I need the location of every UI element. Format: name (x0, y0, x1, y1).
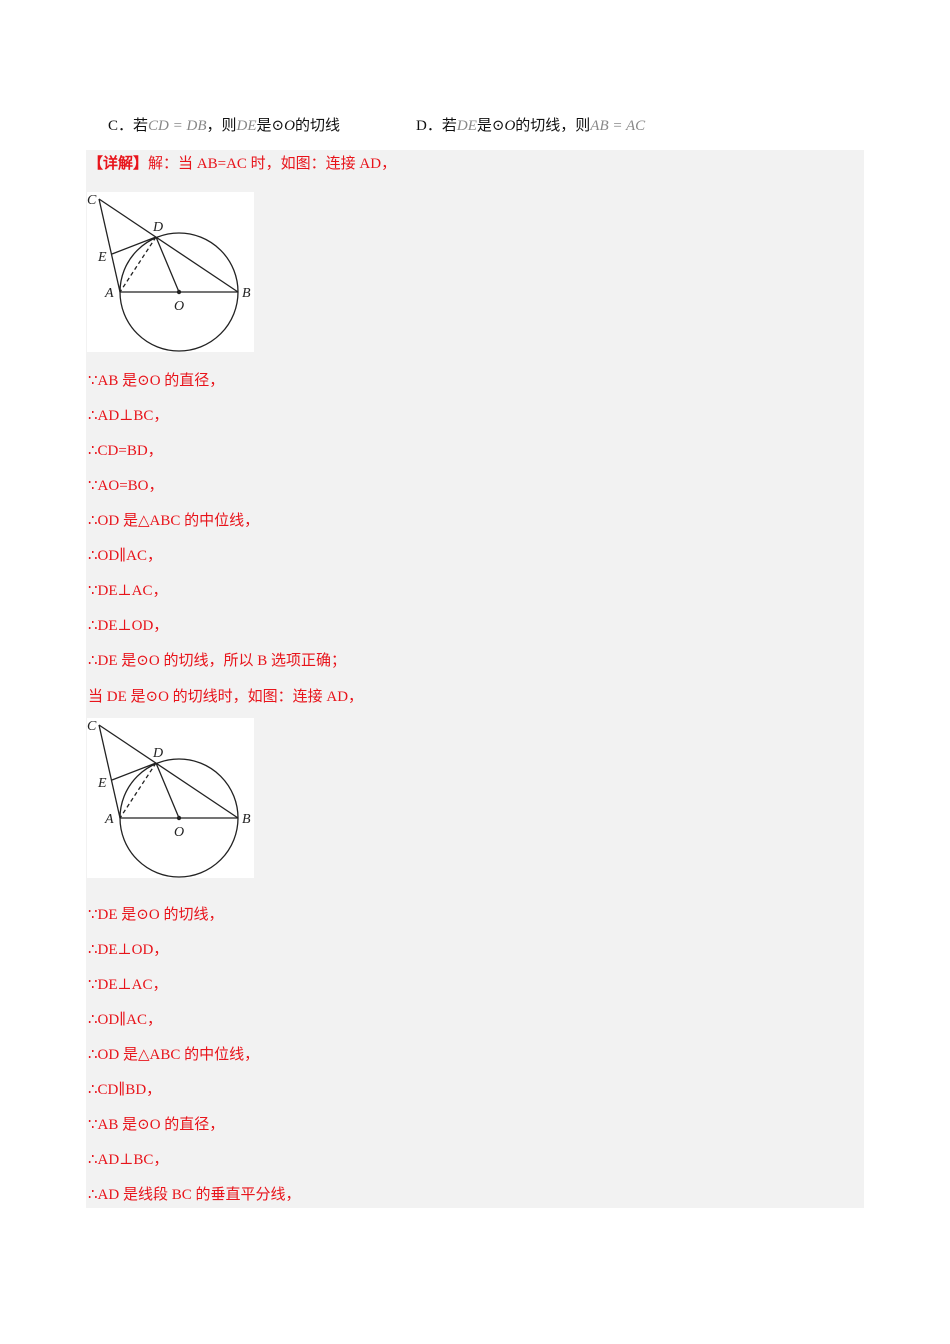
proof-line: ∴OD∥AC， (88, 1012, 162, 1028)
option-c-label: C． (108, 118, 134, 134)
proof-line: ∴OD∥AC， (88, 548, 162, 564)
part2-intro: 当 DE 是⊙O 的切线时，如图：连接 AD， (88, 689, 364, 705)
option-c-prefix: 若 (133, 118, 149, 134)
label-a: A (104, 812, 114, 827)
proof-line: ∴OD 是△ABC 的中位线， (88, 513, 260, 529)
circle-triangle-diagram: C D E A O B (87, 193, 251, 352)
proof-line: ∵DE⊥AC， (88, 583, 168, 599)
label-a: A (104, 286, 114, 301)
option-d-subject: DE (456, 118, 477, 134)
option-d: D．若DE是⊙O的切线，则AB = AC (416, 114, 645, 135)
option-d-prefix: 若 (441, 118, 457, 134)
geometry-figure-2: C D E A O B (87, 718, 254, 878)
proof-line: ∴AD⊥BC， (88, 1152, 169, 1168)
proof-line: ∴CD=BD， (88, 443, 163, 459)
solution-panel: 【详解】解：当 AB=AC 时，如图：连接 AD， C D E A O B (86, 150, 864, 1208)
proof-line: ∴AD 是线段 BC 的垂直平分线， (88, 1187, 301, 1203)
proof-line: ∴DE⊥OD， (88, 618, 169, 634)
label-o: O (174, 299, 184, 314)
option-c-circle: O (284, 118, 295, 134)
label-b: B (242, 812, 251, 827)
proof-line: ∵DE 是⊙O 的切线， (88, 907, 224, 923)
detail-label: 【详解】 (88, 156, 149, 172)
label-d: D (152, 746, 163, 761)
label-b: B (242, 286, 251, 301)
label-e: E (97, 776, 107, 791)
option-d-circle: O (504, 118, 516, 134)
option-d-middle: 的切线，则 (515, 118, 591, 134)
option-c-text: 是⊙ (256, 118, 285, 134)
proof-line: ∴AD⊥BC， (88, 408, 169, 424)
solution-header: 【详解】解：当 AB=AC 时，如图：连接 AD， (88, 152, 396, 176)
proof-line: ∴DE⊥OD， (88, 942, 169, 958)
proof-line: ∵DE⊥AC， (88, 977, 168, 993)
proof-line: ∴DE 是⊙O 的切线，所以 B 选项正确； (88, 653, 346, 669)
option-d-conclusion: AB = AC (590, 118, 646, 134)
label-e: E (97, 250, 107, 265)
option-c-subject: DE (236, 118, 257, 134)
proof-line: ∵AB 是⊙O 的直径， (88, 1117, 225, 1133)
option-c-middle: ，则 (206, 118, 237, 134)
header-text: 解：当 AB=AC 时，如图：连接 AD， (148, 156, 397, 172)
label-o: O (174, 825, 184, 840)
proof-line: ∵AB 是⊙O 的直径， (88, 373, 225, 389)
option-c-condition: CD = DB (148, 118, 207, 134)
circle-triangle-diagram: C D E A O B (87, 719, 251, 878)
option-c: C．若CD = DB，则DE是⊙O的切线 (108, 114, 340, 135)
proof-line: ∴OD 是△ABC 的中位线， (88, 1047, 260, 1063)
proof-line: ∵AO=BO， (88, 478, 164, 494)
option-c-conclusion: 的切线 (294, 118, 340, 134)
proof-line: ∴CD∥BD， (88, 1082, 162, 1098)
option-d-text: 是⊙ (476, 118, 505, 134)
label-c: C (87, 719, 97, 734)
label-d: D (152, 220, 163, 235)
option-d-label: D． (416, 118, 442, 134)
label-c: C (87, 193, 97, 208)
geometry-figure-1: C D E A O B (87, 192, 254, 352)
